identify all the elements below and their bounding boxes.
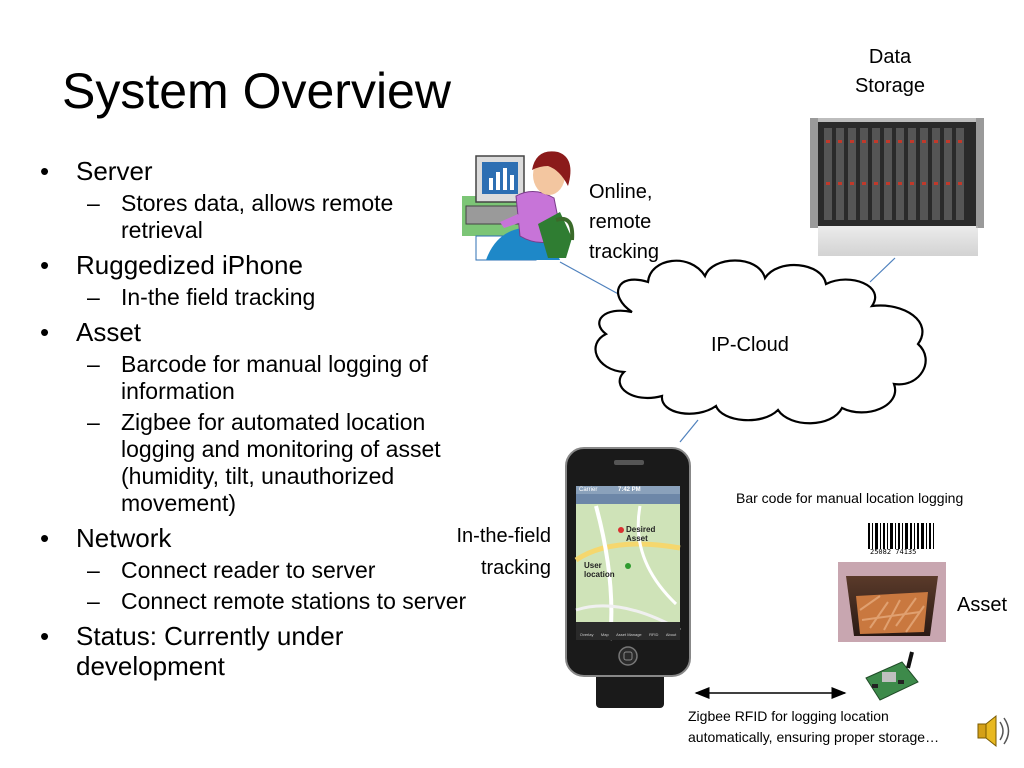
phone-tab[interactable]: Map — [600, 632, 609, 637]
caption-line: Zigbee RFID for logging location — [688, 708, 889, 724]
barcode-icon — [868, 523, 934, 549]
phone-tab[interactable]: Asset Manage — [616, 632, 642, 637]
asset-label: Asset — [957, 594, 1008, 616]
map-label-line: User — [584, 561, 602, 570]
bullet-status: Status: Currently under development — [40, 621, 480, 681]
field-tracking-label: In-the-field tracking — [430, 520, 552, 584]
label-line: In-the-field — [456, 525, 552, 547]
sub-bullet: Connect reader to server — [40, 557, 480, 584]
sub-bullet: Zigbee for automated location logging an… — [40, 409, 480, 517]
bullet-list: Server Stores data, allows remote retrie… — [40, 150, 480, 681]
asset-bin-icon — [838, 562, 946, 642]
slide-title: System Overview — [62, 63, 451, 119]
sub-bullet: In-the field tracking — [40, 284, 480, 311]
sub-bullet: Stores data, allows remote retrieval — [40, 190, 480, 244]
phone-tab[interactable]: About — [665, 632, 677, 637]
zigbee-board-icon — [865, 651, 919, 701]
remote-user-icon — [462, 151, 575, 261]
desired-asset-label: Desired Asset — [626, 525, 655, 543]
cloud-label: IP-Cloud — [711, 334, 789, 356]
sub-bullet: Connect remote stations to server — [40, 588, 480, 615]
bullet-asset: Asset — [40, 317, 480, 347]
connector-line — [559, 261, 623, 297]
zigbee-caption: Zigbee RFID for logging location automat… — [688, 706, 939, 748]
barcode-caption: Bar code for manual location logging — [736, 490, 964, 506]
phone-tab[interactable]: Overlay — [579, 632, 594, 637]
phone-carrier: Carrier — [579, 487, 598, 493]
speaker-icon — [977, 714, 1010, 748]
barcode-number: 25082 74135 — [870, 548, 917, 556]
label-line: tracking — [589, 241, 660, 263]
label-line: remote — [589, 211, 652, 233]
sub-bullet: Barcode for manual logging of informatio… — [40, 351, 480, 405]
phone-tab-bar: Overlay Map Asset Manage RFID About — [576, 632, 680, 638]
map-label-line: Asset — [626, 534, 648, 543]
bullet-network: Network — [40, 523, 480, 553]
map-label-line: Desired — [626, 525, 656, 534]
phone-time: 7:42 PM — [618, 487, 641, 493]
online-tracking-label: Online, remote tracking — [589, 177, 659, 267]
label-line: tracking — [480, 557, 551, 579]
label-line: Data — [868, 46, 912, 68]
map-label-line: location — [584, 570, 615, 579]
bullet-iphone: Ruggedized iPhone — [40, 250, 480, 280]
label-line: Storage — [854, 75, 926, 97]
cloud-icon — [594, 259, 927, 425]
caption-line: automatically, ensuring proper storage… — [688, 729, 940, 745]
connector-line — [679, 419, 699, 443]
phone-tab[interactable]: RFID — [649, 632, 659, 637]
label-line: Online, — [589, 181, 653, 203]
user-location-label: User location — [584, 561, 615, 579]
data-storage-label: Data Storage — [848, 43, 932, 101]
iphone-icon — [565, 447, 691, 708]
bullet-server: Server — [40, 156, 480, 186]
connector-line — [869, 257, 896, 283]
server-rack-icon — [810, 118, 984, 256]
